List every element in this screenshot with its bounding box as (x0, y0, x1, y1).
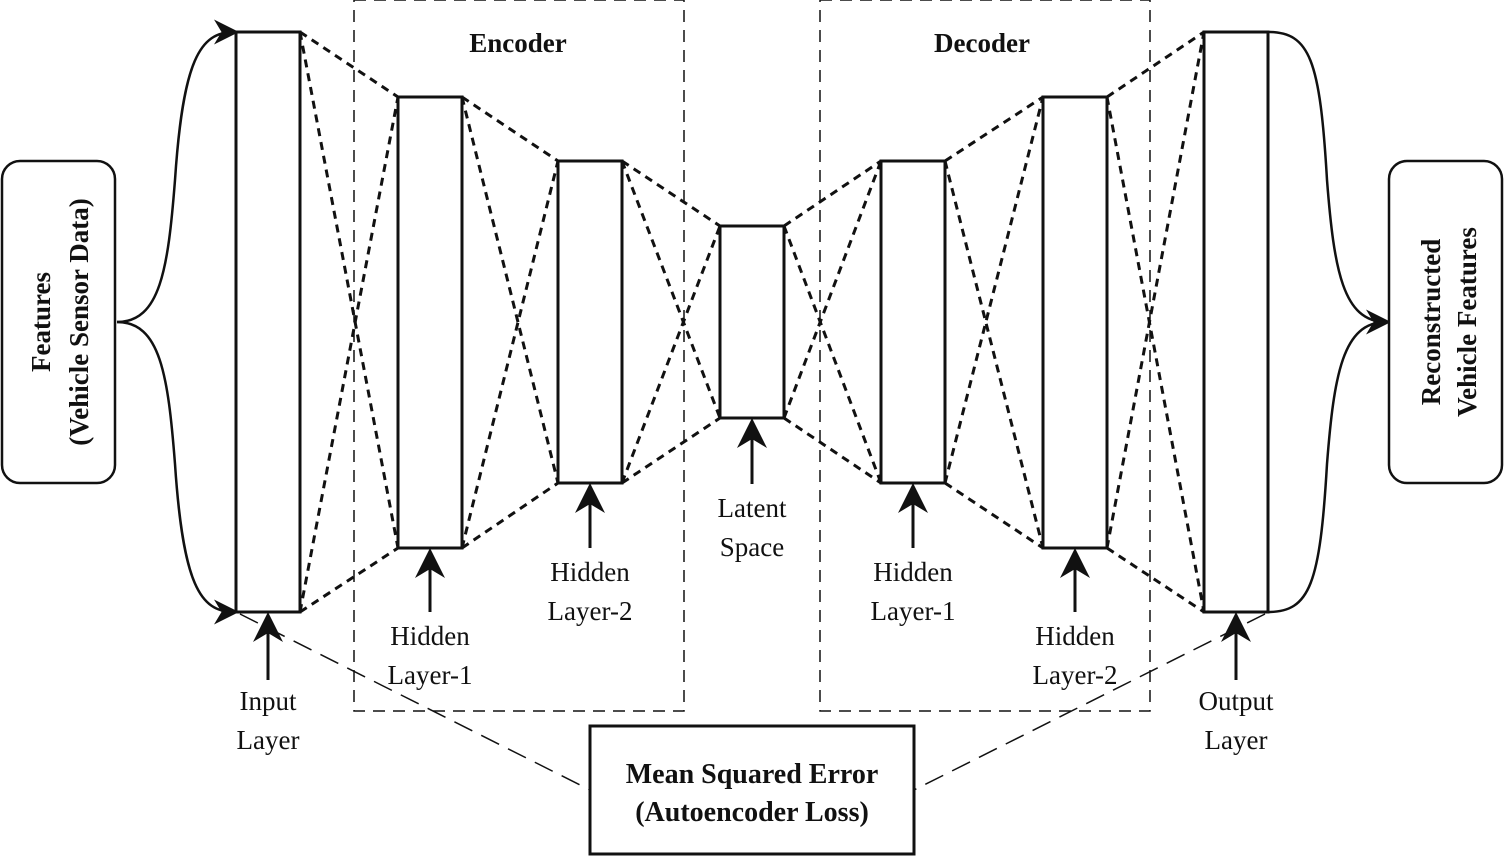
latent-space-layer (718, 224, 786, 420)
output-brace-top (1267, 30, 1391, 335)
decoder-hidden-1-label-line1: Hidden (873, 557, 953, 587)
decoder-hidden-2-label-line1: Hidden (1035, 621, 1115, 651)
encoder-hidden-1-label-line2: Layer-1 (388, 660, 473, 690)
output-brace-bottom (1267, 320, 1387, 614)
encoder-hidden-2-label-line1: Hidden (550, 557, 630, 587)
decoder-title: Decoder (934, 28, 1030, 58)
encoder-title: Encoder (469, 28, 567, 58)
output-layer-label-line1: Output (1198, 686, 1274, 716)
reconstructed-label-line1: Reconstructed (1416, 239, 1446, 405)
encoder-hidden-layer-2 (556, 159, 624, 485)
decoder-hidden-layer-1 (879, 159, 947, 485)
input-layer (234, 30, 302, 614)
loss-box (588, 724, 916, 856)
decoder-region (819, 0, 1151, 712)
encoder-hidden-1-label-line1: Hidden (390, 621, 470, 651)
features-box (0, 159, 117, 485)
loss-label-line2: (Autoencoder Loss) (635, 797, 869, 828)
decoder-hidden-layer-2 (1041, 95, 1109, 550)
latent-space-label-line1: Latent (718, 493, 787, 523)
encoder-region (353, 0, 685, 712)
decoder-hidden-1-label-line2: Layer-1 (871, 596, 956, 626)
features-label-line2: (Vehicle Sensor Data) (64, 198, 94, 445)
reconstructed-label-line2: Vehicle Features (1452, 227, 1482, 417)
encoder-hidden-layer-1 (396, 95, 464, 550)
features-label-line1: Features (26, 272, 56, 372)
input-brace-bottom (116, 320, 239, 625)
output-layer (1202, 30, 1270, 614)
input-layer-label-line2: Layer (237, 725, 300, 755)
output-layer-label-line2: Layer (1205, 725, 1268, 755)
encoder-hidden-2-label-line2: Layer-2 (548, 596, 633, 626)
layer-connections (298, 30, 1206, 614)
decoder-hidden-2-label-line2: Layer-2 (1033, 660, 1118, 690)
loss-line-left (239, 613, 591, 791)
loss-label-line1: Mean Squared Error (626, 759, 879, 790)
loss-line-right (913, 613, 1266, 791)
reconstructed-box (1387, 159, 1504, 485)
input-layer-label-line1: Input (240, 686, 297, 716)
latent-space-label-line2: Space (720, 532, 784, 562)
input-brace-top (116, 19, 239, 324)
